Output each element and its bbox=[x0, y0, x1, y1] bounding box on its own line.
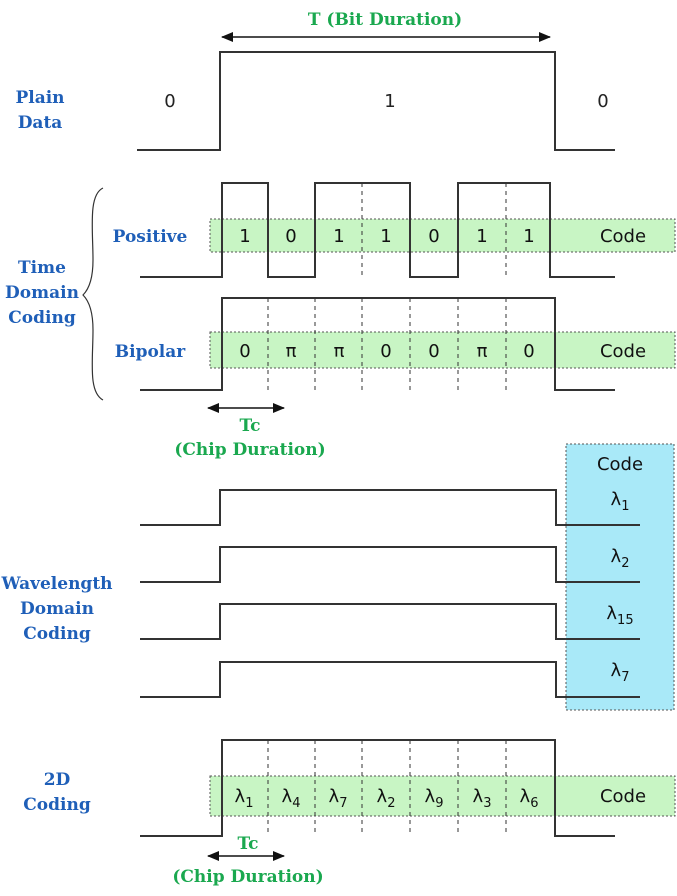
2d-chip-4: λ9 bbox=[425, 786, 444, 811]
bipolar-chip-3: 0 bbox=[380, 341, 391, 362]
wavelength-domain-label-line2: Domain bbox=[20, 599, 94, 619]
positive-chip-2: 1 bbox=[333, 226, 344, 247]
bipolar-chip-1: π bbox=[286, 341, 297, 362]
plain-bit-0: 0 bbox=[164, 91, 175, 112]
wavelength-code-4: λ7 bbox=[611, 660, 630, 685]
chip-duration-label-time: (Chip Duration) bbox=[174, 440, 325, 460]
bipolar-label: Bipolar bbox=[115, 342, 187, 362]
wavelength-waveform-1 bbox=[140, 489, 640, 526]
time-domain-label-line1: Time bbox=[18, 258, 66, 278]
plain-bit-1: 1 bbox=[384, 91, 395, 112]
bit-duration-label: T (Bit Duration) bbox=[308, 10, 462, 30]
2d-coding-label-line2: Coding bbox=[23, 795, 91, 815]
2d-code-label: Code bbox=[600, 786, 646, 807]
2d-code-band bbox=[209, 775, 676, 817]
2d-dividers bbox=[267, 740, 507, 836]
wavelength-waveform-3 bbox=[140, 603, 640, 640]
wavelength-waveform-2 bbox=[140, 546, 640, 583]
positive-chip-4: 0 bbox=[428, 226, 439, 247]
bipolar-chip-2: π bbox=[334, 341, 345, 362]
positive-chip-3: 1 bbox=[380, 226, 391, 247]
wavelength-code-header: Code bbox=[597, 454, 643, 475]
chip-duration-label-2d: (Chip Duration) bbox=[172, 867, 323, 887]
tc-label-2d: Tc bbox=[237, 834, 258, 854]
positive-code-band bbox=[209, 218, 676, 253]
plain-bit-2: 0 bbox=[597, 91, 608, 112]
plain-data-label-line2: Data bbox=[18, 113, 63, 133]
wavelength-code-3: λ15 bbox=[606, 603, 633, 628]
bipolar-chip-4: 0 bbox=[428, 341, 439, 362]
bipolar-chip-6: 0 bbox=[523, 341, 534, 362]
wavelength-code-2: λ2 bbox=[611, 546, 630, 571]
wavelength-domain-label-line3: Coding bbox=[23, 624, 91, 644]
bipolar-code-label: Code bbox=[600, 341, 646, 362]
positive-waveform bbox=[140, 182, 615, 278]
positive-chip-6: 1 bbox=[523, 226, 534, 247]
time-domain-label-line3: Coding bbox=[8, 308, 76, 328]
plain-data-waveform bbox=[137, 51, 615, 151]
2d-coding-label-line1: 2D bbox=[44, 770, 71, 790]
positive-chip-1: 0 bbox=[285, 226, 296, 247]
positive-chip-0: 1 bbox=[239, 226, 250, 247]
positive-label: Positive bbox=[113, 227, 188, 247]
2d-chip-5: λ3 bbox=[473, 786, 492, 811]
2d-chip-0: λ1 bbox=[235, 786, 254, 811]
plain-data-label-line1: Plain bbox=[15, 88, 64, 108]
bipolar-waveform bbox=[140, 297, 615, 391]
positive-code-label: Code bbox=[600, 226, 646, 247]
wavelength-domain-label-line1: Wavelength bbox=[0, 574, 112, 594]
wavelength-code-box bbox=[565, 443, 675, 711]
2d-chip-6: λ6 bbox=[520, 786, 539, 811]
wavelength-code-1: λ1 bbox=[611, 489, 630, 514]
tc-label-time: Tc bbox=[239, 416, 260, 436]
time-domain-label-line2: Domain bbox=[5, 283, 79, 303]
2d-chip-3: λ2 bbox=[377, 786, 396, 811]
positive-chip-5: 1 bbox=[476, 226, 487, 247]
2d-chip-2: λ7 bbox=[329, 786, 348, 811]
bipolar-code-band bbox=[209, 331, 676, 369]
left-brace bbox=[82, 187, 104, 401]
wavelength-waveform-4 bbox=[140, 661, 640, 698]
bipolar-chip-5: π bbox=[477, 341, 488, 362]
bipolar-chip-0: 0 bbox=[239, 341, 250, 362]
2d-chip-1: λ4 bbox=[282, 786, 301, 811]
2d-waveform bbox=[140, 739, 615, 837]
